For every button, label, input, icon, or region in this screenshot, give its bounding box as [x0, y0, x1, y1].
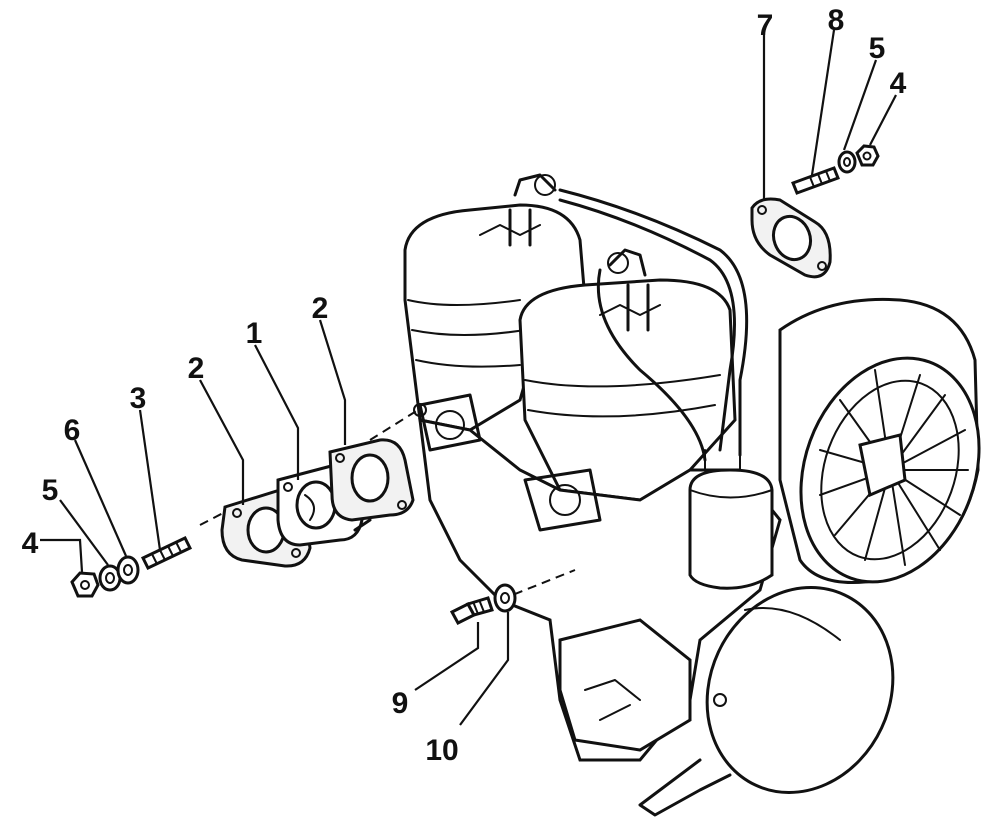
nut-part-4 — [70, 571, 100, 598]
callout-5-left: 5 — [42, 474, 59, 507]
recoil-starter — [638, 586, 895, 817]
callout-6: 6 — [64, 414, 81, 447]
callout-2-rear: 2 — [312, 292, 329, 325]
callout-4-top: 4 — [890, 67, 907, 100]
callout-9: 9 — [392, 687, 409, 720]
leader-lines — [40, 29, 897, 726]
callout-1: 1 — [246, 317, 263, 350]
stud-part-8 — [791, 166, 840, 195]
fan-housing — [778, 297, 981, 584]
callout-10: 10 — [425, 734, 458, 767]
engine-block — [403, 203, 782, 762]
callout-3: 3 — [130, 382, 147, 415]
callout-7: 7 — [757, 9, 774, 42]
callout-2-front: 2 — [188, 352, 205, 385]
gasket-part-7 — [750, 197, 832, 279]
callout-8: 8 — [828, 4, 845, 37]
lock-washer-part-5-top — [837, 150, 857, 174]
callout-labels: 4 5 6 3 2 1 2 7 8 5 4 9 10 — [22, 4, 907, 767]
bolt-part-9 — [449, 596, 494, 625]
spark-plug-wires — [508, 173, 749, 462]
gasket-part-2-rear — [328, 438, 415, 522]
callout-4-left: 4 — [22, 527, 39, 560]
washer-part-10 — [493, 583, 517, 613]
flat-washer-part-6 — [116, 555, 140, 585]
callout-5-top: 5 — [869, 32, 886, 65]
nut-part-4-top — [855, 144, 880, 167]
stud-part-3 — [140, 536, 193, 570]
